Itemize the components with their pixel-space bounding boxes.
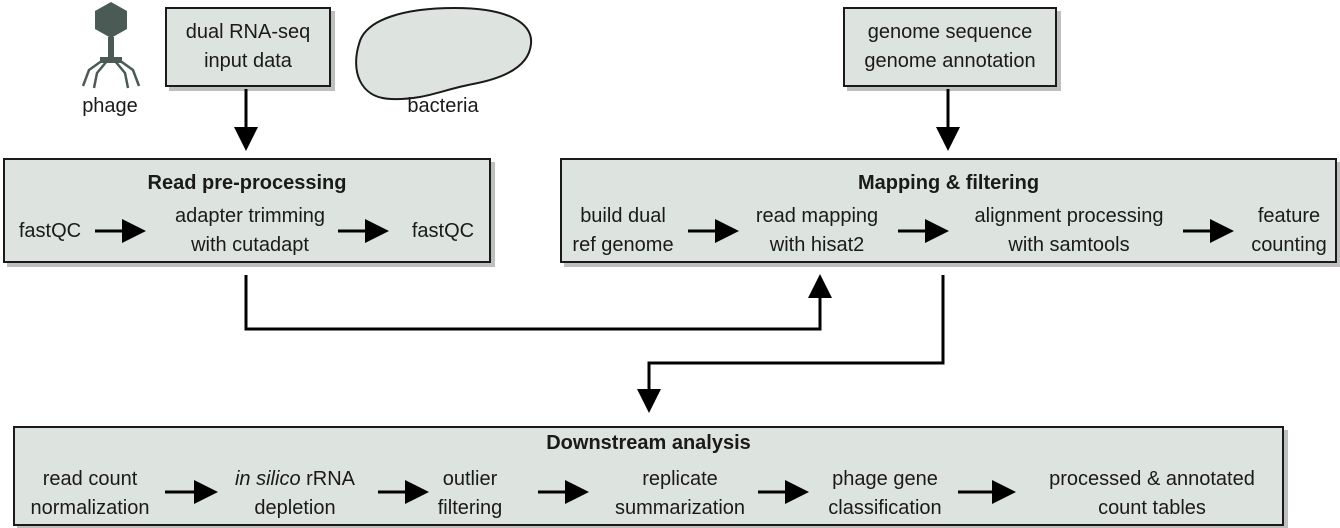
downstream-step-outlier-line2: filtering <box>437 497 503 519</box>
mapping-step-counting-line2: counting <box>1251 234 1327 256</box>
genome-box: genome sequence genome annotation <box>843 7 1057 87</box>
rrna-text: rRNA <box>300 468 356 490</box>
preprocessing-step-trimming-line2: with cutadapt <box>191 234 309 256</box>
bacteria-shape <box>355 6 533 101</box>
bacteria-label: bacteria <box>388 92 498 121</box>
downstream-step-tables-line2: count tables <box>1098 497 1206 519</box>
downstream-step-summarization-line1: replicate <box>642 468 718 490</box>
mapping-step-samtools-line1: alignment processing <box>974 205 1164 227</box>
downstream-step-outlier-line1: outlier <box>442 468 498 490</box>
read-preprocessing-box: Read pre-processing fastQC adapter trimm… <box>3 158 491 263</box>
connector-preprocessing-to-mapping <box>244 274 832 331</box>
downstream-step-normalization-line1: read count <box>42 468 138 490</box>
mapping-step-counting-line1: feature <box>1257 205 1321 227</box>
preprocessing-step-fastqc-1: fastQC <box>18 220 82 242</box>
phage-icon <box>81 2 141 89</box>
genome-line2: genome annotation <box>864 50 1036 72</box>
downstream-step-classification-line2: classification <box>828 497 942 519</box>
read-preprocessing-title: Read pre-processing <box>147 172 347 194</box>
downstream-step-tables-line1: processed & annotated <box>1049 468 1255 490</box>
mapping-step-build-line2: ref genome <box>572 234 674 256</box>
input-data-line2: input data <box>204 50 292 72</box>
mapping-step-hisat-line1: read mapping <box>755 205 879 227</box>
connector-mapping-to-downstream <box>637 275 945 413</box>
in-silico-italic: in silico <box>234 468 301 490</box>
preprocessing-step-trimming-line1: adapter trimming <box>174 205 326 227</box>
downstream-step-depletion-line2: depletion <box>254 497 336 519</box>
downstream-step-summarization-line2: summarization <box>614 497 746 519</box>
preprocessing-step-fastqc-2: fastQC <box>411 220 475 242</box>
downstream-step-classification-line1: phage gene <box>832 468 938 490</box>
input-data-line1: dual RNA-seq <box>185 21 311 43</box>
downstream-step-normalization-line2: normalization <box>30 497 150 519</box>
mapping-step-hisat-line2: with hisat2 <box>769 234 865 256</box>
phage-label-text: phage <box>82 95 138 117</box>
phage-label: phage <box>70 92 150 121</box>
downstream-analysis-title: Downstream analysis <box>546 432 751 454</box>
mapping-step-build-line1: build dual <box>580 205 666 227</box>
mapping-step-samtools-line2: with samtools <box>1008 234 1130 256</box>
input-data-box: dual RNA-seq input data <box>165 7 331 87</box>
downstream-analysis-box: Downstream analysis read count normaliza… <box>13 426 1284 526</box>
mapping-filtering-box: Mapping & filtering build dual ref genom… <box>560 158 1337 263</box>
bacteria-label-text: bacteria <box>407 95 479 117</box>
downstream-step-depletion-line1: in silico rRNA <box>215 465 375 494</box>
genome-line1: genome sequence <box>867 21 1033 43</box>
mapping-filtering-title: Mapping & filtering <box>857 172 1040 194</box>
